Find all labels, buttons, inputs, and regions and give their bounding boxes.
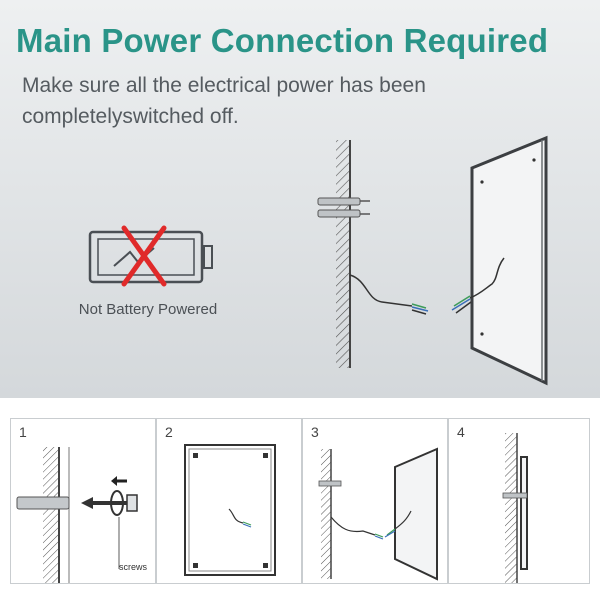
step-panel-1: 1 screws <box>10 418 156 584</box>
screw-install-illustration <box>16 447 138 583</box>
step-panel-2: 2 <box>156 418 302 584</box>
wall-anchor-screws <box>317 197 370 218</box>
step-number: 2 <box>165 424 173 440</box>
wall-wiring-illustration <box>317 140 429 368</box>
step-panel-3: 3 <box>302 418 448 584</box>
page-subtitle: Make sure all the electrical power has b… <box>22 74 426 128</box>
step-number: 3 <box>311 424 319 440</box>
step-number: 1 <box>19 424 27 440</box>
page-title: Main Power Connection Required <box>16 22 549 59</box>
hero-section: Main Power Connection Required Make sure… <box>0 0 600 398</box>
mirror-back-illustration <box>184 444 276 576</box>
step-panel-4: 4 <box>448 418 590 584</box>
step-number: 4 <box>457 424 465 440</box>
wire-connect-illustration <box>318 447 438 581</box>
mounted-mirror-illustration <box>502 433 528 583</box>
mirror-panel-illustration <box>451 135 548 386</box>
screws-label: screws <box>119 562 148 572</box>
not-battery-label: Not Battery Powered <box>78 301 218 318</box>
no-battery-icon <box>88 225 213 287</box>
